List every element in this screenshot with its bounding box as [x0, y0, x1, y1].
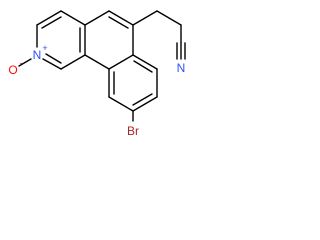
- bond-c4a-c5: [84, 10, 110, 26]
- n-oxide-oxygen-negative-charge: -: [20, 58, 23, 68]
- bond-ch2a-ch2b: [156, 10, 182, 26]
- bond-c10a-c10b: [84, 54, 110, 70]
- bond-c4-c3: [36, 10, 62, 26]
- bond-c5-c6: [108, 10, 134, 26]
- bromine-label: Br: [127, 124, 139, 138]
- bond-c1-c10b: [60, 54, 86, 70]
- bond-c5-c6-inner: [108, 16, 129, 29]
- bond-n2-c1: [42, 58, 62, 70]
- bond-c6a-c7: [132, 54, 158, 70]
- n-oxide-oxygen-label: O: [8, 63, 17, 77]
- bond-c4-c3-inner: [41, 16, 62, 29]
- molecule-structure-diagram: N N + O - Br: [8, 10, 186, 138]
- bond-c8-c9-inner: [132, 93, 153, 106]
- bond-n2-c1-inner: [45, 53, 62, 64]
- bond-c6-ch2a: [132, 10, 158, 26]
- bond-c6a-c7-inner: [133, 60, 153, 73]
- bond-c4a-c4: [60, 10, 86, 26]
- ring-nitrogen-label: N: [33, 48, 42, 62]
- bond-c9-c10: [108, 96, 134, 112]
- bond-n2-o: [18, 58, 32, 67]
- nitrile-nitrogen-label: N: [177, 61, 186, 75]
- bond-c8-c9: [132, 96, 158, 112]
- bond-c6a-c10a: [108, 54, 134, 70]
- ring-nitrogen-positive-charge: +: [42, 43, 47, 53]
